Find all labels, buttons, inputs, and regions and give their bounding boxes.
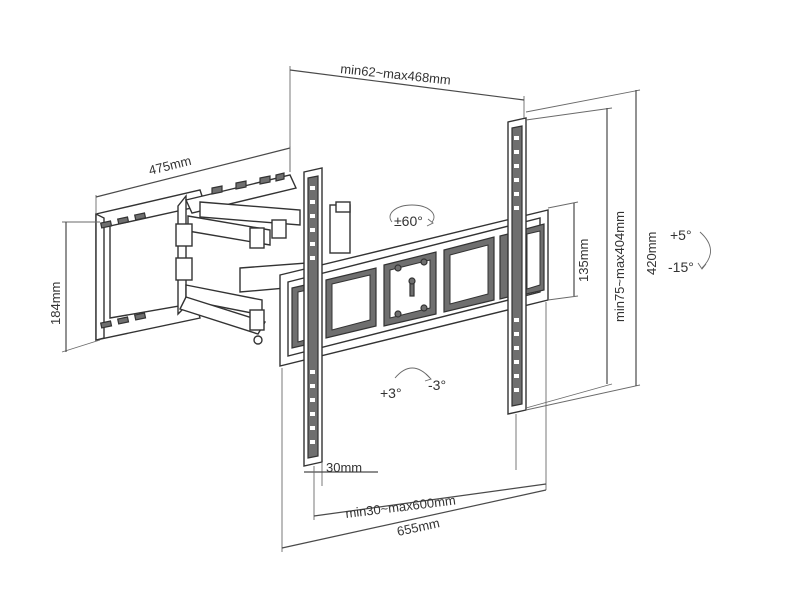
- level-arrowhead-icon: [424, 373, 432, 382]
- label-tilt-up: +5°: [670, 227, 692, 243]
- tilt-arrow-icon: [699, 231, 711, 269]
- label-mid-bracket-height: 135mm: [576, 239, 591, 282]
- label-arm-distance: min30~max600mm: [345, 493, 457, 521]
- label-wall-plate-height: 184mm: [48, 282, 63, 325]
- left-rail-holes: [310, 186, 315, 444]
- label-tilt-down: -15°: [668, 259, 694, 275]
- swivel-arrow-icon: [389, 204, 435, 223]
- label-tv-bracket-height: 420mm: [644, 232, 659, 275]
- label-bottom-offset: 30mm: [326, 460, 362, 475]
- dimension-lines: [61, 66, 641, 552]
- rotation-arrows: [389, 204, 711, 382]
- label-swivel: ±60°: [394, 213, 423, 229]
- wall-plate-slots: [99, 212, 147, 329]
- label-vesa-vertical: min75~max404mm: [612, 211, 627, 322]
- level-arrow-icon: [394, 367, 431, 379]
- label-level-minus: -3°: [428, 377, 446, 393]
- right-rail-holes: [514, 136, 519, 392]
- tv-bracket: [279, 117, 549, 467]
- label-level-plus: +3°: [380, 385, 402, 401]
- tilt-arrowhead-icon: [697, 262, 707, 270]
- swivel-arrowhead-icon: [426, 218, 434, 227]
- label-total-depth: 655mm: [396, 515, 442, 539]
